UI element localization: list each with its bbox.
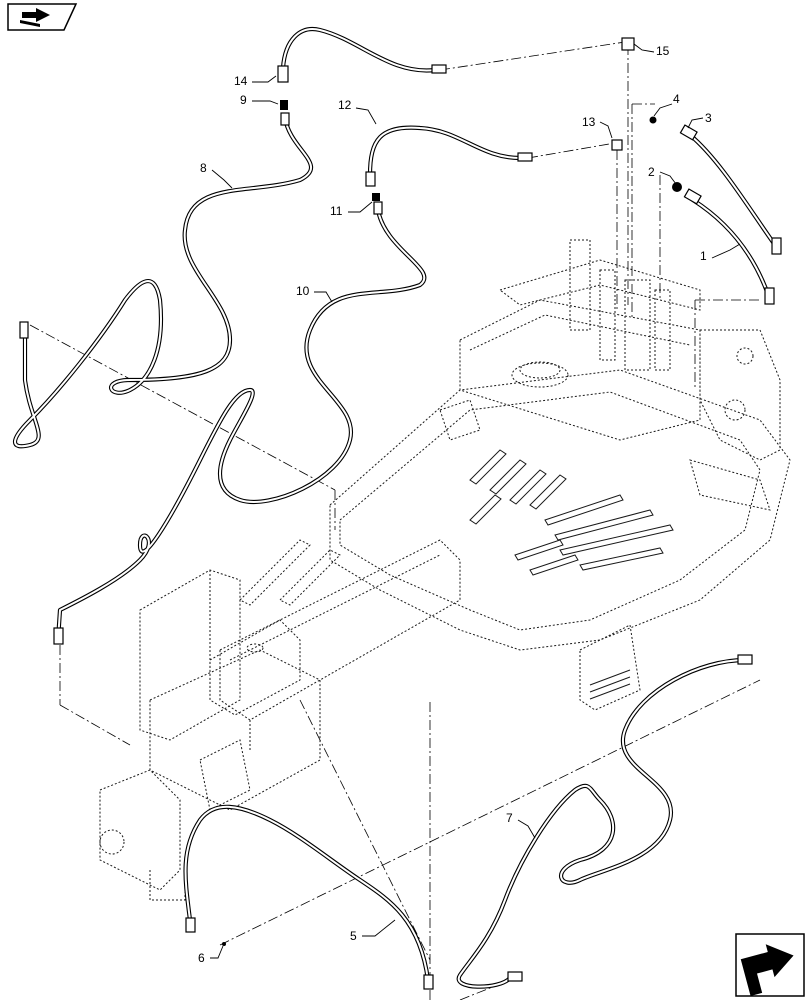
hose-10[interactable] [55, 125, 523, 643]
book-arrow-icon[interactable] [7, 3, 78, 31]
callout-8: 8 [200, 161, 233, 189]
callout-label: 6 [198, 951, 205, 965]
callout-1: 1 [700, 243, 741, 263]
hose-5[interactable] [183, 804, 431, 983]
callout-7: 7 [506, 811, 536, 839]
callout-13: 13 [582, 115, 613, 139]
callout-9: 9 [240, 93, 279, 107]
machine-frame [99, 239, 791, 901]
callout-label: 13 [582, 115, 596, 129]
hose-7[interactable] [456, 657, 748, 989]
callout-12: 12 [338, 98, 377, 125]
callout-label: 15 [656, 44, 670, 58]
assembly-centerlines [29, 41, 761, 1000]
callout-6: 6 [198, 945, 224, 965]
callout-10: 10 [296, 284, 333, 303]
callout-4: 4 [653, 92, 680, 117]
callout-label: 4 [673, 92, 680, 106]
hose-1[interactable] [687, 132, 778, 303]
callout-label: 3 [705, 111, 712, 125]
hose-8[interactable] [12, 26, 438, 449]
callout-14: 14 [234, 74, 277, 88]
callout-15: 15 [633, 43, 670, 58]
callout-label: 11 [330, 204, 343, 218]
callout-label: 2 [648, 165, 655, 179]
callout-11: 11 [330, 201, 373, 218]
callout-label: 12 [338, 98, 352, 112]
fittings [19, 37, 782, 990]
callout-label: 7 [506, 811, 513, 825]
callout-label: 9 [240, 93, 247, 107]
callout-label: 1 [700, 249, 707, 263]
callout-3: 3 [687, 111, 712, 129]
next-page-arrow-icon[interactable] [735, 933, 805, 997]
callout-label: 8 [200, 161, 207, 175]
callout-2: 2 [648, 165, 677, 185]
callout-label: 14 [234, 74, 248, 88]
callout-label: 5 [350, 929, 357, 943]
callout-5: 5 [350, 919, 396, 943]
callout-label: 10 [296, 284, 310, 298]
